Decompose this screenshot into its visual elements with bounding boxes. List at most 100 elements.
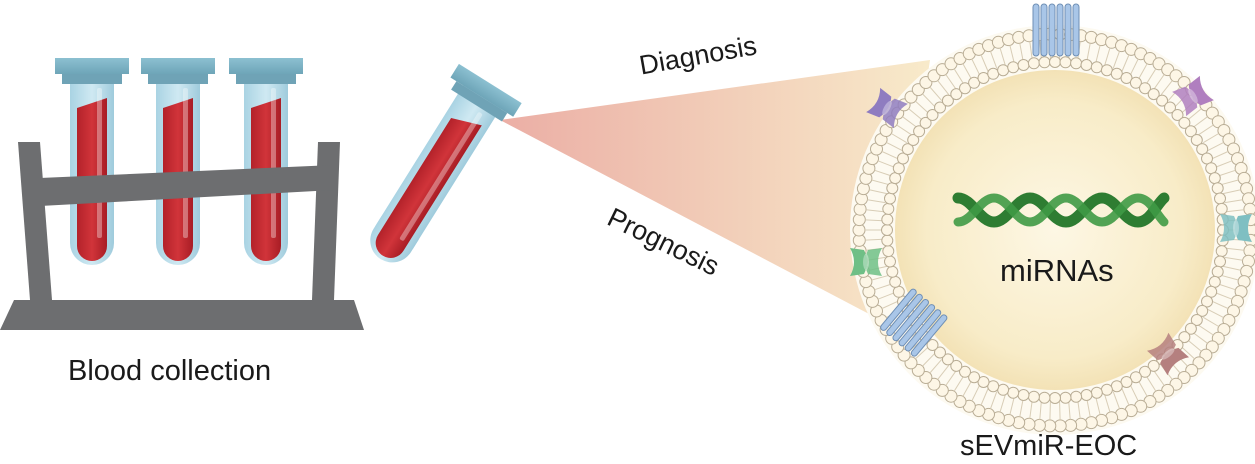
vesicle-label: sEVmiR-EOC [960,430,1138,462]
lipid-head [1090,386,1103,399]
lipid-tail [896,124,912,136]
lipid-tail [922,352,936,367]
lipid-head [1070,57,1083,70]
lipid-tail [1224,256,1243,261]
lipid-head [1080,59,1093,71]
lipid-tail [1009,45,1015,64]
lipid-head [1147,88,1160,101]
lipid-head [1201,295,1213,308]
lipid-head [1110,380,1123,393]
lipid-head [1171,109,1184,121]
lipid-tail [1019,43,1024,62]
lipid-tail [945,370,957,386]
lipid-tail [980,388,989,406]
lipid-head [884,255,896,268]
lipid-head [1215,202,1228,215]
lipid-tail [1095,45,1101,64]
lipid-head [934,346,946,359]
lipid-head [950,88,963,101]
lipid-tail [1207,308,1224,319]
mirnas-label: miRNAs [1000,253,1114,288]
lipid-tail [1222,265,1241,271]
lipid-tail [999,47,1006,66]
lipid-head [1038,56,1051,69]
lipid-tail [1225,209,1244,213]
lipid-tail [929,86,943,101]
lipid-tail [915,346,929,360]
lipid-head [1007,61,1020,74]
lipid-head [1164,101,1176,114]
lipid-head [1208,275,1221,288]
lipid-tail [1095,396,1101,415]
blood-tube-icon [55,58,129,265]
lipid-tail [1121,388,1130,406]
lipid-tail [881,300,899,309]
lipid-head [886,182,899,195]
lipid-head [1190,134,1203,146]
lipid-head [1017,59,1030,71]
lipid-head [926,109,939,121]
lipid-head [913,125,926,138]
lipid-head [1007,386,1020,399]
lipid-head [882,202,895,215]
lipid-tail [929,359,943,374]
projection-beam [500,60,930,325]
lipid-head [889,275,902,288]
lipid-tail [891,133,908,144]
lipid-tail [881,151,899,160]
lipid-tail [1187,339,1202,352]
lipid-tail [871,274,890,281]
lipid-head [987,67,1000,80]
lipid-tail [937,364,950,380]
lipid-head [892,285,905,298]
lipid-tail [937,80,950,96]
lipid-tail [962,63,973,80]
lipid-tail [877,160,895,168]
lipid-head [1196,304,1209,317]
lipid-head [884,192,896,205]
lipid-tail [1153,74,1165,90]
lipid-head [934,101,946,114]
lipid-head [1211,182,1224,195]
lipid-head [997,383,1010,396]
lipid-head [919,116,932,129]
lipid-tail [869,189,888,195]
lipid-head [886,265,899,278]
lipid-tail [886,141,903,152]
lipid-tail [1220,179,1239,186]
lipid-head [968,371,981,384]
lipid-tail [1202,316,1219,327]
lipid-head [1100,383,1113,396]
lipid-tail [1211,151,1229,160]
lipid-tail [865,238,884,241]
lipid-tail [1009,396,1015,415]
lipid-tail [945,74,957,90]
lipid-tail [1192,116,1208,128]
lipid-tail [1129,384,1139,402]
lipid-tail [1167,86,1181,101]
lipid-tail [953,68,965,85]
lipid-head [1027,57,1040,70]
lipid-tail [1112,391,1120,409]
lipid-head [897,152,909,165]
lipid-head [901,143,914,156]
lipid-tail [1145,375,1157,392]
lipid-tail [1059,401,1061,420]
lipid-head [1129,371,1142,384]
lipid-tail [1215,160,1233,168]
lipid-tail [1198,324,1214,336]
lipid-head [881,213,894,226]
lipid-head [1156,94,1169,107]
lipid-tail [867,199,886,204]
lipid-tail [915,100,929,114]
lipid-tail [1181,346,1195,360]
lipid-tail [1039,401,1042,420]
lipid-head [926,339,939,351]
lipid-tail [1145,68,1157,85]
lipid-head [997,64,1010,77]
lipid-head [882,245,895,258]
lipid-head [941,353,954,366]
lipid-tail [990,391,998,409]
lipid-head [881,234,894,247]
